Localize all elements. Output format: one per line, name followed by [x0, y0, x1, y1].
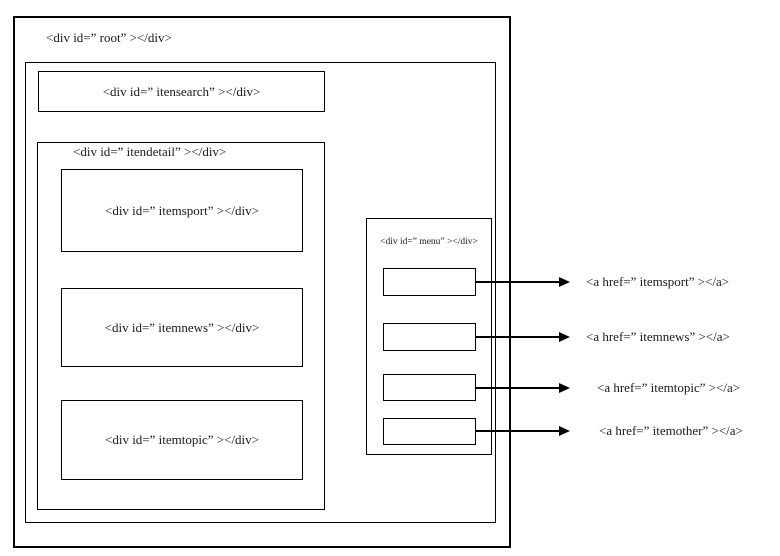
itemsport-box: <div id=” itemsport” ></div>	[61, 169, 303, 252]
link-label-itemtopic: <a href=” itemtopic” ></a>	[597, 380, 741, 395]
arrow-head-icon-itemsport	[559, 277, 570, 287]
root-label: <div id=” root” ></div>	[46, 30, 172, 45]
menu-item-box-itemnews	[383, 323, 476, 351]
link-label-itemsport: <a href=” itemsport” ></a>	[586, 274, 730, 289]
arrow-head-icon-itemother	[559, 426, 570, 436]
itemnews-label: <div id=” itemnews” ></div>	[104, 319, 260, 335]
arrow-line-itemother	[476, 430, 561, 432]
arrow-head-icon-itemtopic	[559, 383, 570, 393]
itemtopic-box: <div id=” itemtopic” ></div>	[61, 400, 303, 480]
itendetail-label: <div id=” itendetail” ></div>	[73, 144, 227, 159]
menu-label: <div id=” menu” ></div>	[380, 237, 478, 247]
link-label-itemother: <a href=” itemother” ></a>	[599, 423, 743, 438]
itemnews-box: <div id=” itemnews” ></div>	[61, 288, 303, 367]
itemtopic-label: <div id=” itemtopic” ></div>	[105, 432, 259, 447]
menu-item-box-itemsport	[383, 268, 476, 296]
arrow-head-icon-itemnews	[559, 332, 570, 342]
arrow-line-itemnews	[476, 336, 561, 338]
menu-item-box-itemtopic	[383, 374, 476, 401]
link-label-itemnews: <a href=” itemnews” ></a>	[586, 329, 730, 344]
itensearch-box: <div id=” itensearch” ></div>	[38, 71, 325, 112]
arrow-line-itemsport	[476, 281, 561, 283]
itemsport-label: <div id=” itemsport” ></div>	[104, 202, 259, 218]
menu-item-box-itemother	[383, 418, 476, 445]
arrow-line-itemtopic	[476, 387, 561, 389]
itensearch-label: <div id=” itensearch” ></div>	[102, 83, 261, 99]
